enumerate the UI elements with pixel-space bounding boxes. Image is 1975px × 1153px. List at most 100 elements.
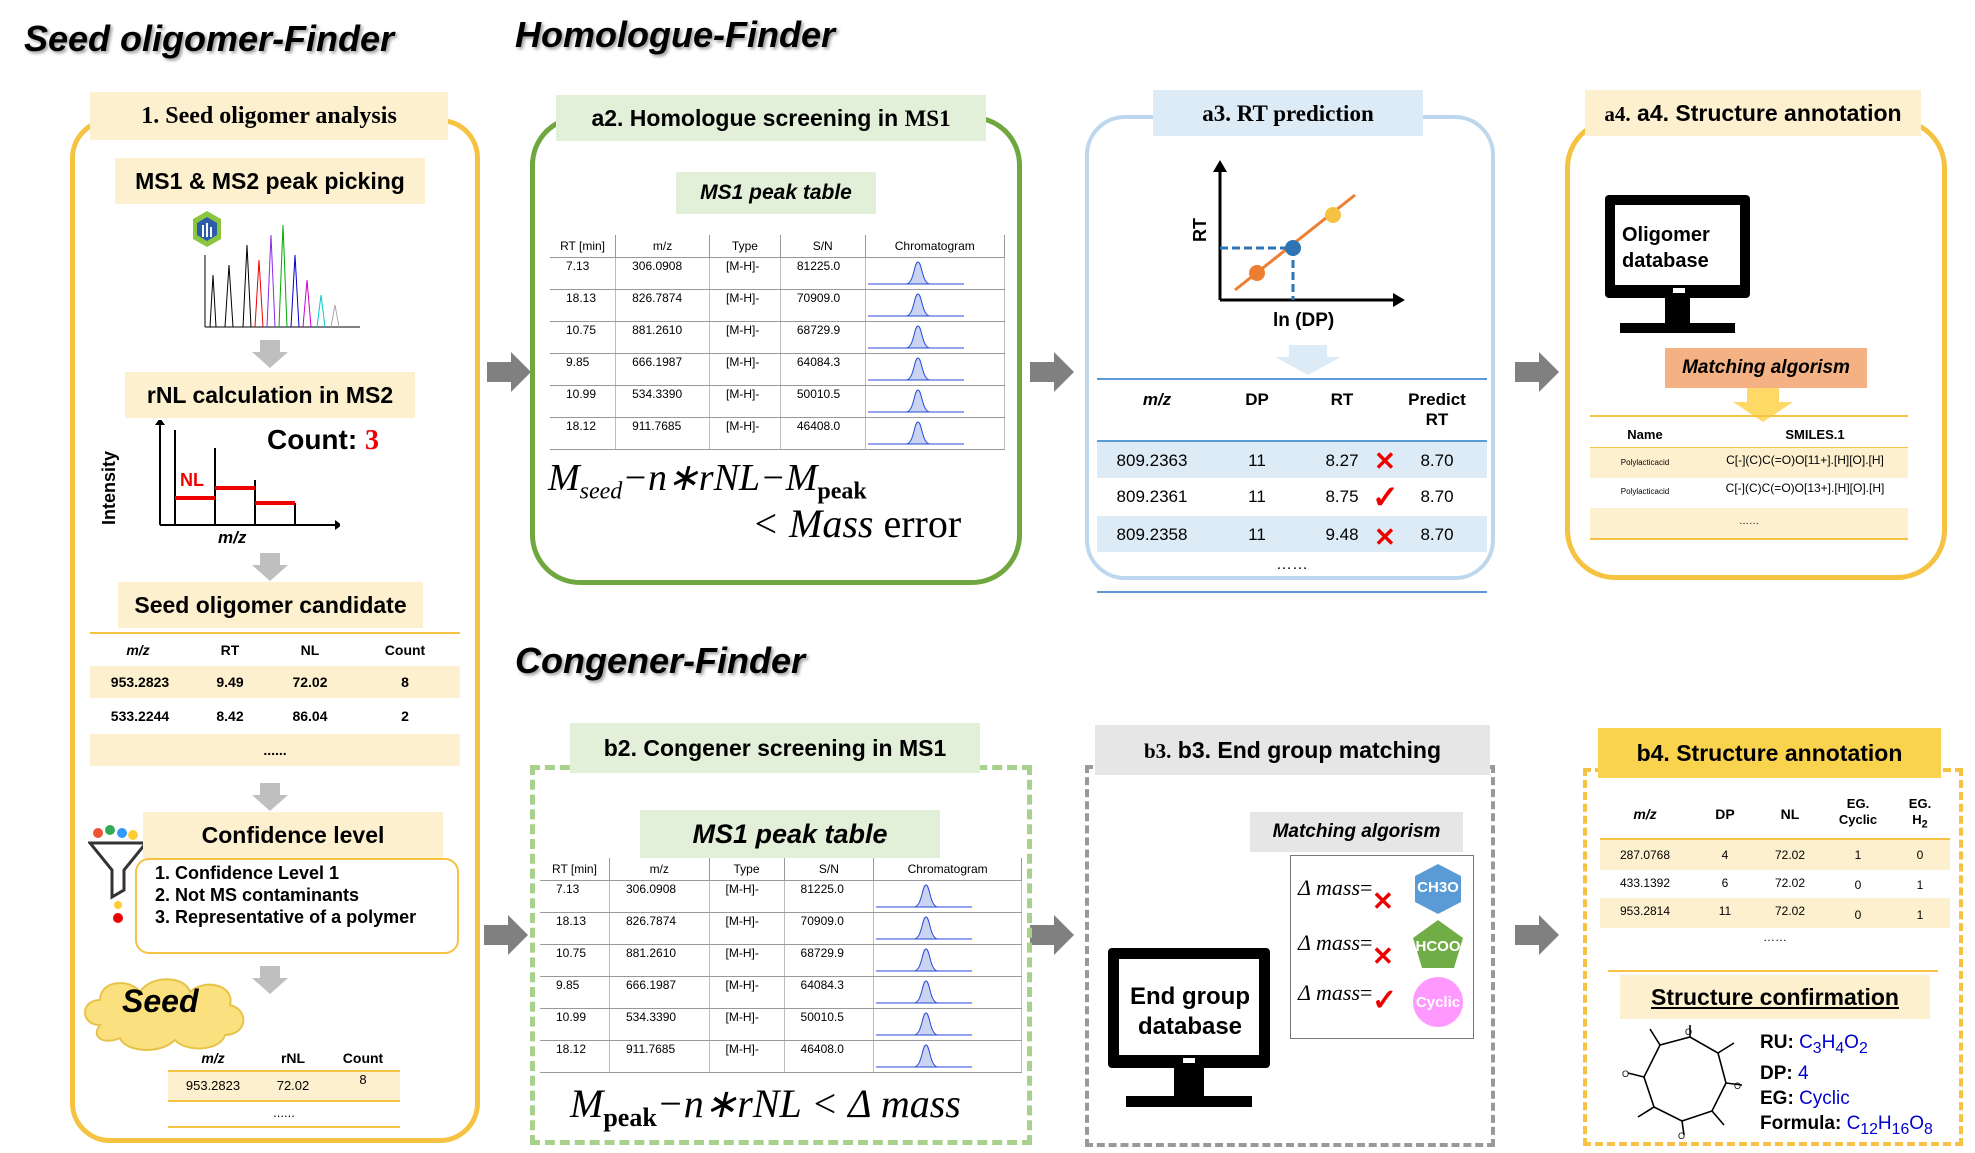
chromatogram-cell xyxy=(873,1040,1022,1073)
structure-info: RU: C3H4O2 DP: 4 EG: Cyclic Formula: C12… xyxy=(1760,1030,1933,1142)
b4-table: m/z DP NL EG. Cyclic EG.H2 287.0768 4 72… xyxy=(1600,790,1950,955)
down-arrow-a4 xyxy=(1733,388,1793,422)
col-type: Type xyxy=(709,235,781,258)
table-row: 809.2358 11 9.48 ✕ 8.70 xyxy=(1097,516,1487,552)
col-rt: RT [min] xyxy=(540,858,610,881)
b2-table-title: MS1 peak table xyxy=(640,810,940,858)
a3-title: a3. RT prediction xyxy=(1153,90,1423,136)
end-group-db-label: End group database xyxy=(1130,983,1250,1040)
axis-rt-label: RT xyxy=(1190,218,1210,242)
confidence-box xyxy=(135,858,459,954)
chromatogram-peak xyxy=(876,1012,973,1036)
rt-header-dp: DP xyxy=(1245,390,1269,409)
section-congener-finder: Congener-Finder xyxy=(515,640,806,681)
col-rt: RT [min] xyxy=(550,235,617,258)
ru-value: C3H4O2 xyxy=(1799,1032,1868,1057)
col-sn: S/N xyxy=(784,858,875,881)
chromatogram-cell xyxy=(865,257,1006,290)
section-seed-finder: Seed oligomer-Finder xyxy=(24,18,395,59)
rt-header-predict: Predict RT xyxy=(1408,390,1466,429)
formula-line: Formula: C12H16O8 xyxy=(1760,1112,1933,1138)
b4-header-eg-h2: EG.H2 xyxy=(1908,796,1932,831)
candidate-title: Seed oligomer candidate xyxy=(118,582,423,628)
table-row: 433.1392 6 72.02 0 1 xyxy=(1619,876,1924,892)
group-ch3o-label: CH3O xyxy=(1417,879,1459,896)
cyclic-molecule-image: O O O O xyxy=(1622,1025,1743,1140)
table-row: 287.0768 4 72.02 1 0 xyxy=(1600,838,1950,870)
col-chromatogram: Chromatogram xyxy=(865,235,1006,258)
rnl-title: rNL calculation in MS2 xyxy=(125,372,415,418)
a2-title: a2. Homologue screening in MS1 xyxy=(556,95,986,141)
section-homologue-finder: Homologue-Finder xyxy=(515,14,835,55)
a4-algo-label: Matching algorism xyxy=(1665,348,1867,388)
candidate-header-rt: RT xyxy=(220,642,240,658)
table-row: 809.2361 11 8.75 ✓ 8.70 xyxy=(1116,479,1454,515)
arrow-right-3 xyxy=(1515,352,1559,392)
candidate-header-nl: NL xyxy=(300,642,320,658)
candidate-header-count: Count xyxy=(384,642,426,658)
chromatogram-cell xyxy=(865,353,1006,386)
b4-more: …… xyxy=(1763,930,1787,944)
candidate-row: 953.2823 9.49 72.02 8 xyxy=(90,666,460,698)
chromatogram-cell xyxy=(873,1008,1022,1041)
confidence-list: 1. Confidence Level 1 2. Not MS contamin… xyxy=(155,862,416,928)
b4-header-eg-cyclic: EG. Cyclic xyxy=(1838,796,1878,827)
ru-line: RU: C3H4O2 xyxy=(1760,1032,1868,1057)
chromatogram-peak xyxy=(867,357,964,381)
chromatogram-peak xyxy=(876,948,973,972)
oligomer-db-label: Oligomer database xyxy=(1622,224,1710,272)
chromatogram-cell xyxy=(873,880,1022,913)
arrow-right-6 xyxy=(1515,915,1559,955)
a2-formula-line2: < Mass error xyxy=(752,501,962,546)
seed-table: m/z rNL Count 953.2823 72.02 8 ...... xyxy=(168,1040,400,1130)
col-sn: S/N xyxy=(780,235,866,258)
cross-icon: ✕ xyxy=(1374,446,1396,476)
chromatogram-cell xyxy=(865,417,1006,450)
a2-formula-line1: Mseed−n∗rNL−Mpeak xyxy=(548,457,867,505)
chromatogram-peak xyxy=(876,884,973,908)
svg-text:O: O xyxy=(1734,1081,1741,1091)
confidence-item: 3. Representative of a polymer xyxy=(155,907,417,927)
rt-header-rt: RT xyxy=(1330,390,1354,409)
svg-text:O: O xyxy=(1685,1027,1692,1037)
delta-mass-2: Δ mass= xyxy=(1298,930,1373,955)
b4-header-nl: NL xyxy=(1780,806,1800,822)
seed-header-mz: m/z xyxy=(201,1050,225,1066)
circle-cyclic xyxy=(1413,977,1463,1027)
monitor-icon xyxy=(1605,195,1750,333)
group-cyclic-label: Cyclic xyxy=(1415,994,1461,1011)
arrow-right-1 xyxy=(487,352,531,392)
b4-header-mz: m/z xyxy=(1633,806,1657,822)
formula-value: C12H16O8 xyxy=(1846,1112,1933,1138)
count-label: Count: 3 xyxy=(267,424,379,456)
arrow-right-2 xyxy=(1030,352,1074,392)
down-arrow-4 xyxy=(252,966,288,994)
b2-title: b2. Congener screening in MS1 xyxy=(570,723,980,773)
axis-lndp-label: ln (DP) xyxy=(1273,310,1335,331)
rt-header-mz: m/z xyxy=(1142,390,1172,409)
arrow-right-5 xyxy=(1030,915,1074,955)
down-arrow-1 xyxy=(252,340,288,368)
down-arrow-3 xyxy=(252,783,288,811)
chromatogram-peak xyxy=(876,980,973,1004)
col-chromatogram: Chromatogram xyxy=(873,858,1022,881)
chromatogram-cell xyxy=(873,976,1022,1009)
a2-table-title: MS1 peak table xyxy=(676,172,876,214)
chromatogram-cell xyxy=(873,944,1022,977)
chromatogram-peak xyxy=(876,916,973,940)
chromatogram-peak xyxy=(876,1044,973,1068)
confidence-title: Confidence level xyxy=(143,812,443,858)
delta-mass-1: Δ mass= xyxy=(1298,875,1373,900)
smiles-header-smiles: SMILES.1 xyxy=(1785,427,1845,442)
chromatogram-peak xyxy=(867,325,964,349)
candidate-header-mz: m/z xyxy=(126,642,150,658)
ms-spectrum-image xyxy=(193,211,360,328)
